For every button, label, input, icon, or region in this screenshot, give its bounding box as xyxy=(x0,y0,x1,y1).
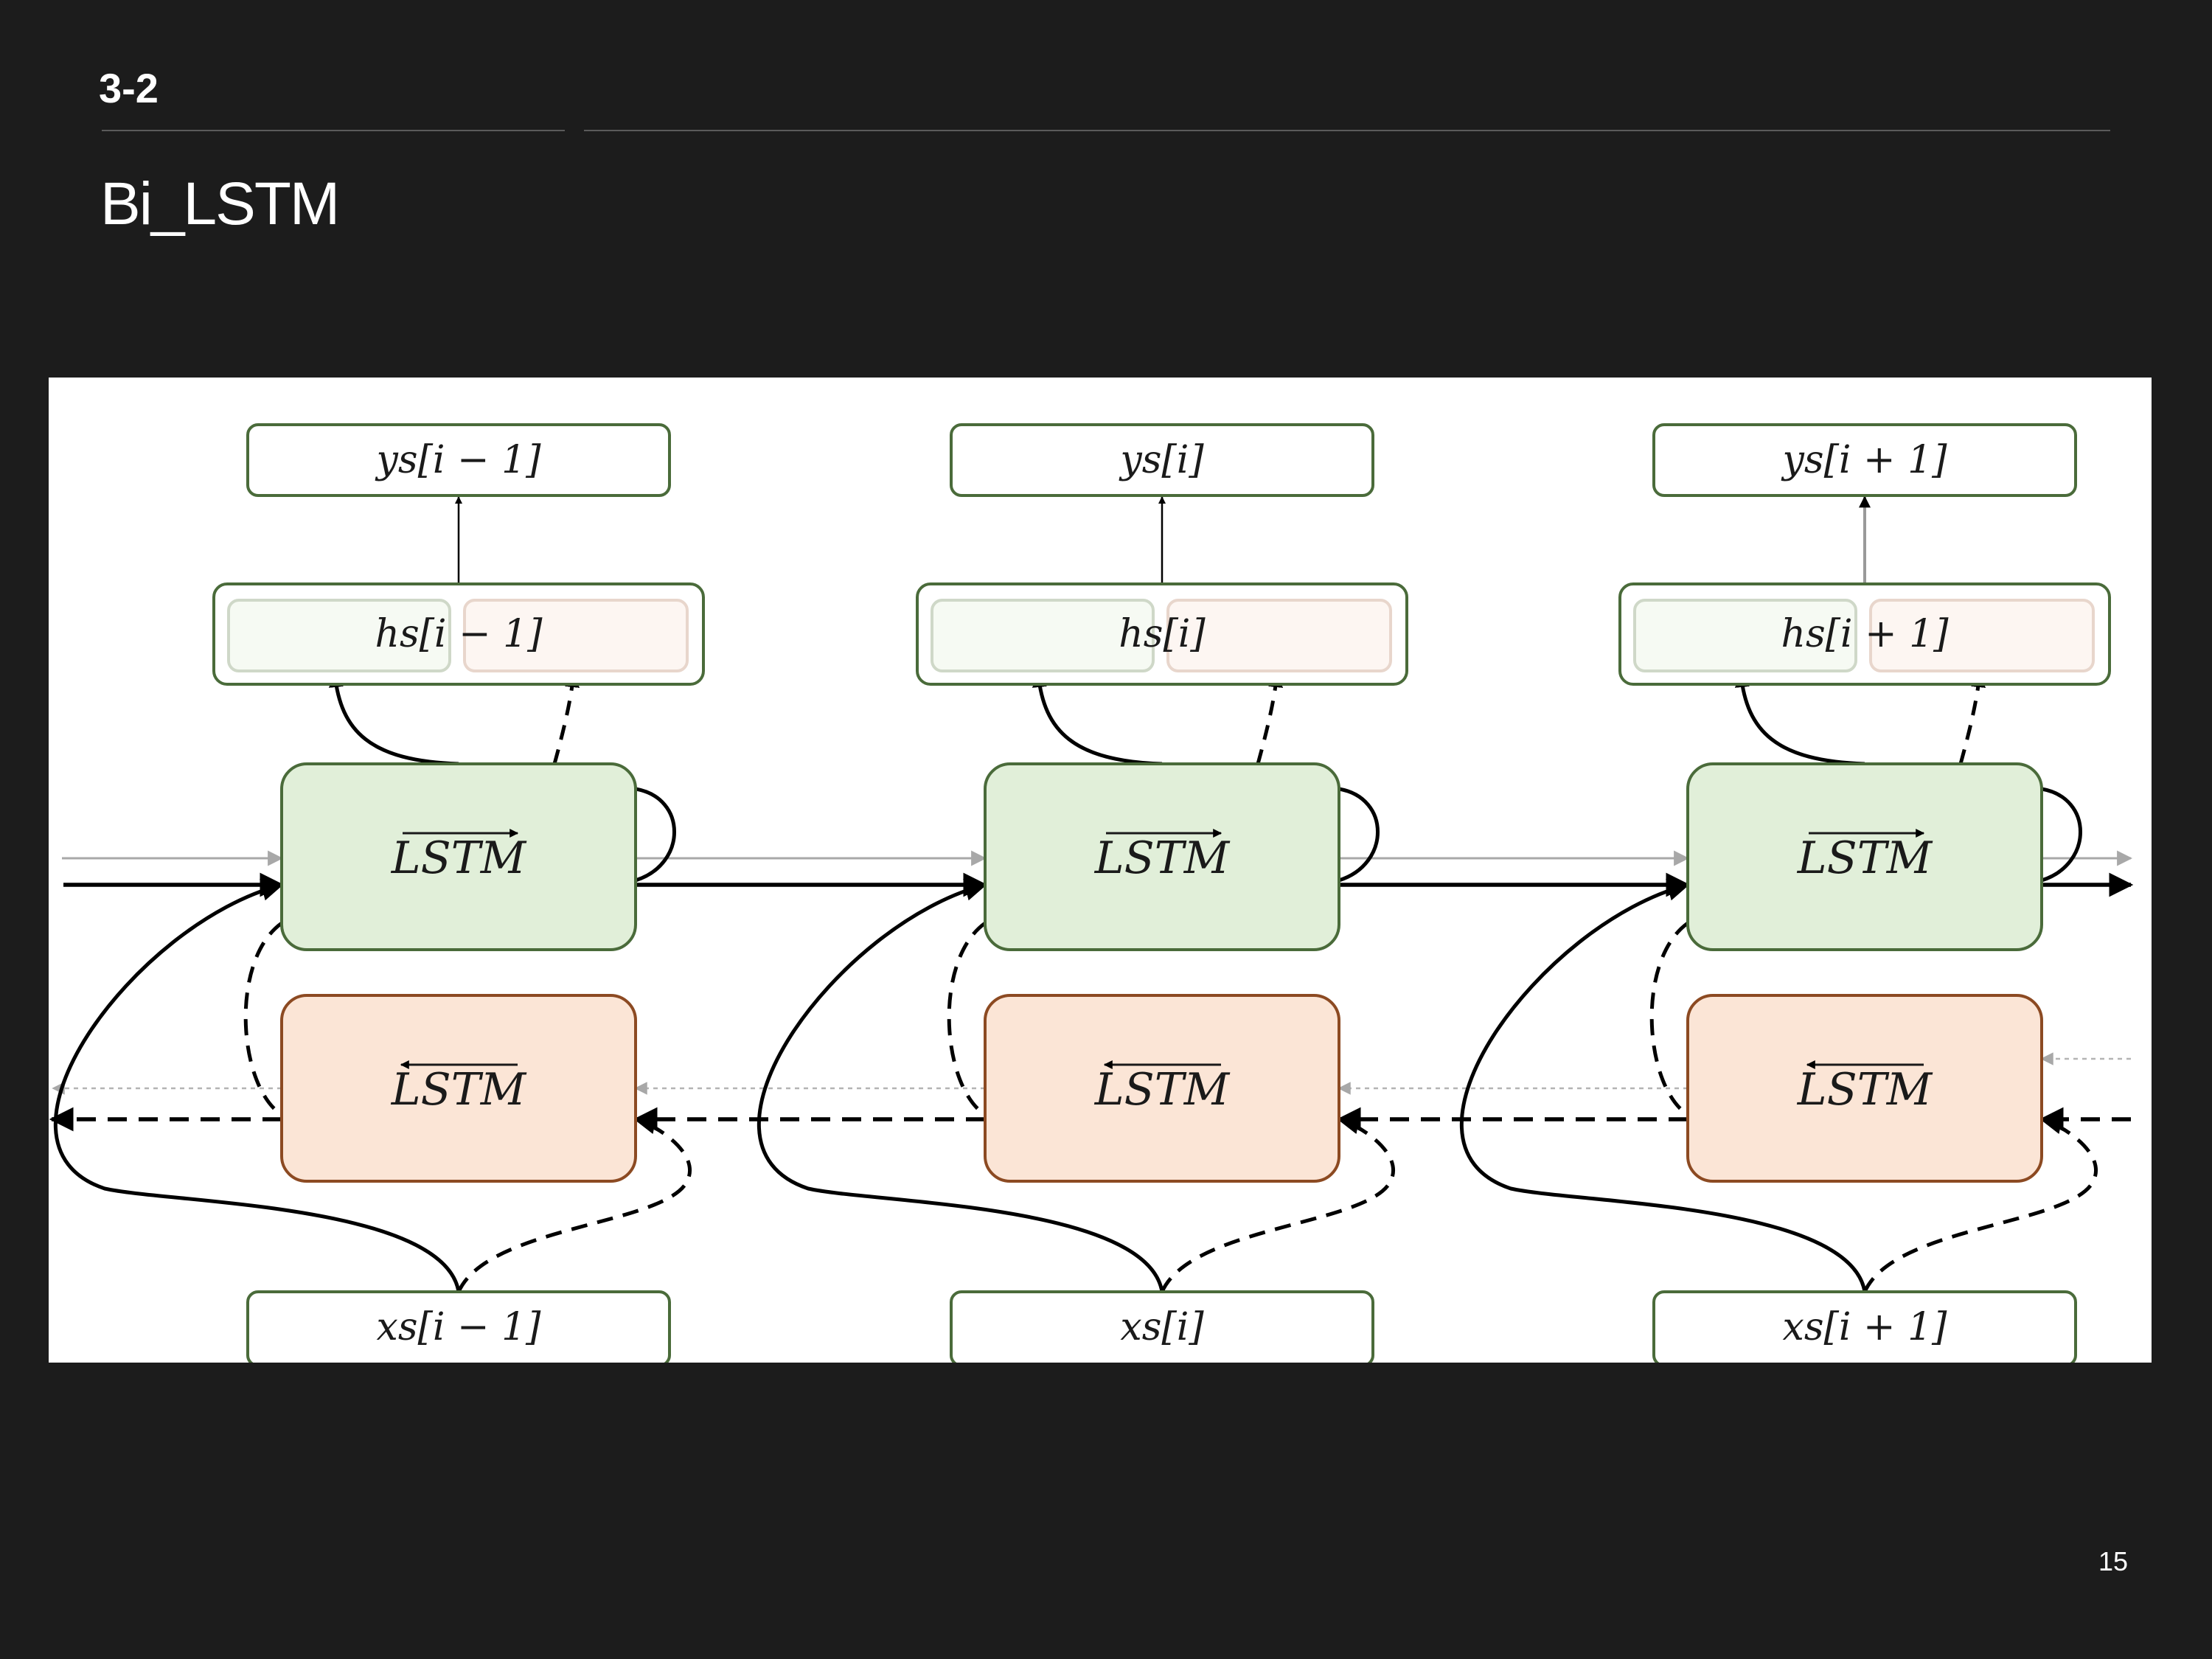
backward-to-hidden-curve-0 xyxy=(552,672,580,765)
hidden-state-label-0: hs[i − 1] xyxy=(375,612,543,656)
backward-lstm-label-2: LSTM xyxy=(1797,1064,1933,1116)
output-label-2: ys[i + 1] xyxy=(1781,438,1948,482)
input-label-0: xs[i − 1] xyxy=(377,1305,542,1349)
header-divider-right xyxy=(584,130,2110,131)
backward-cell-link-1 xyxy=(947,921,987,1117)
input-label-2: xs[i + 1] xyxy=(1783,1305,1948,1349)
forward-cell-loop-0 xyxy=(635,787,676,883)
hidden-state-label-2: hs[i + 1] xyxy=(1781,612,1949,656)
hidden-forward-half-2 xyxy=(1633,599,1857,672)
bilstm-diagram: ys[i − 1] hs[i − 1] LSTM LSTM xs[i − 1] ys[i]… xyxy=(49,378,2152,1363)
input-box-0 xyxy=(246,1290,671,1363)
backward-lstm-cell-2 xyxy=(1686,994,2043,1183)
hidden-backward-half-2 xyxy=(1869,599,2095,672)
section-number: 3-2 xyxy=(99,65,159,111)
header-divider-left xyxy=(102,130,565,131)
slide-title: Bi_LSTM xyxy=(100,170,340,237)
hidden-backward-half-1 xyxy=(1166,599,1392,672)
boxes-layer: ys[i − 1] hs[i − 1] LSTM LSTM xs[i − 1] ys[i]… xyxy=(212,423,2111,1363)
hidden-forward-half-1 xyxy=(931,599,1155,672)
backward-lstm-label-1: LSTM xyxy=(1094,1064,1231,1116)
input-to-forward-curve-0 xyxy=(53,879,461,1293)
page-number: 15 xyxy=(2098,1546,2129,1576)
backward-lstm-cell-0 xyxy=(280,994,637,1183)
input-box-1 xyxy=(950,1290,1374,1363)
output-box-2 xyxy=(1652,423,2077,497)
output-label-1: ys[i] xyxy=(1119,438,1204,482)
forward-lstm-label-0: LSTM xyxy=(391,832,527,884)
forward-lstm-cell-2 xyxy=(1686,762,2043,951)
output-box-0 xyxy=(246,423,671,497)
forward-lstm-label-1: LSTM xyxy=(1094,832,1231,884)
backward-lstm-label-0: LSTM xyxy=(391,1064,527,1116)
input-box-2 xyxy=(1652,1290,2077,1363)
bilstm-diagram-svg: ys[i − 1] hs[i − 1] LSTM LSTM xs[i − 1] ys[i]… xyxy=(49,423,2134,1363)
backward-cell-link-2 xyxy=(1649,921,1689,1117)
input-to-backward-curve-0 xyxy=(456,1112,692,1293)
forward-cell-loop-2 xyxy=(2041,787,2082,883)
backward-cell-link-0 xyxy=(243,921,283,1117)
forward-lstm-cell-1 xyxy=(984,762,1340,951)
forward-to-hidden-curve-0 xyxy=(328,672,459,766)
backward-lstm-cell-1 xyxy=(984,994,1340,1183)
output-box-1 xyxy=(950,423,1374,497)
input-to-forward-curve-2 xyxy=(1459,879,1867,1293)
forward-cell-loop-1 xyxy=(1338,787,1380,883)
input-to-backward-curve-1 xyxy=(1160,1112,1395,1293)
input-to-forward-curve-1 xyxy=(757,879,1164,1293)
forward-lstm-label-2: LSTM xyxy=(1797,832,1933,884)
input-to-backward-curve-2 xyxy=(1863,1112,2098,1293)
backward-to-hidden-curve-1 xyxy=(1256,672,1284,765)
backward-to-hidden-curve-2 xyxy=(1958,672,1986,765)
hidden-state-label-1: hs[i] xyxy=(1119,612,1206,656)
output-label-0: ys[i − 1] xyxy=(375,438,542,482)
input-label-1: xs[i] xyxy=(1120,1305,1204,1349)
forward-to-hidden-curve-2 xyxy=(1734,672,1865,766)
hidden-backward-half-0 xyxy=(463,599,689,672)
hidden-forward-half-0 xyxy=(227,599,451,672)
forward-lstm-cell-0 xyxy=(280,762,637,951)
connections-layer xyxy=(49,495,2134,1293)
forward-to-hidden-curve-1 xyxy=(1032,672,1163,766)
